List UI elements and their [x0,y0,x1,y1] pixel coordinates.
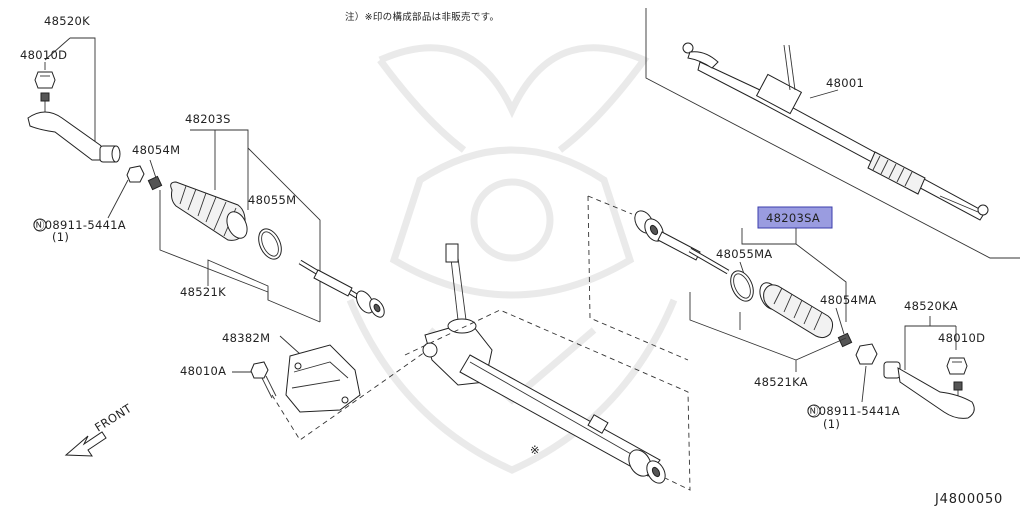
jam-nut-right[interactable] [855,343,878,365]
tie-rod-end-48520K[interactable] [27,92,121,163]
steering-rack-assembly[interactable] [645,8,1020,259]
jam-nut-left[interactable] [126,165,145,183]
label-48521KA[interactable]: 48521KA [754,375,808,389]
diagram-code: J4800050 [934,492,1003,507]
boot-clamp-48055M[interactable] [254,225,286,262]
highlight-48203SA[interactable]: 48203SA [757,206,833,229]
label-48521K[interactable]: 48521K [180,285,226,299]
non-sale-note: 注）※印の構成部品は非販売です。 [345,11,499,23]
boot-48203SA[interactable] [756,280,834,339]
non-sale-mark: ※ [530,443,540,457]
front-label: FRONT [92,401,135,435]
label-48010A[interactable]: 48010A [180,364,226,378]
label-48055MA[interactable]: 48055MA [716,247,772,261]
clip-48054MA[interactable] [837,332,853,348]
label-48010D-right[interactable]: 48010D [938,331,985,345]
bolt-48010A[interactable] [250,361,277,399]
label-48055M[interactable]: 48055M [248,193,296,207]
label-48382M[interactable]: 48382M [222,331,270,345]
label-48520K[interactable]: 48520K [44,14,90,28]
label-08911-right[interactable]: Ⓝ08911-5441A [807,404,900,418]
qty-left: (1) [52,230,69,244]
label-48520KA[interactable]: 48520KA [904,299,958,313]
clip-48054M[interactable] [147,175,163,191]
label-48054M[interactable]: 48054M [132,143,180,157]
nut-48010D-right[interactable] [946,357,968,375]
inner-tie-rod-48521K[interactable] [298,259,387,320]
nut-48010D-left[interactable] [34,71,56,89]
boot-48203S[interactable] [170,181,251,241]
watermark-crest [346,44,678,474]
tie-rod-end-48520KA[interactable] [883,361,975,419]
front-arrow-icon [64,431,107,457]
label-48010D-left[interactable]: 48010D [20,48,67,62]
boot-clamp-48055MA[interactable] [726,267,758,304]
label-08911-left[interactable]: Ⓝ08911-5441A [33,218,126,232]
label-48001[interactable]: 48001 [826,76,864,90]
label-48203S[interactable]: 48203S [185,112,231,126]
heat-shield-48382M[interactable] [285,344,361,413]
label-48203SA[interactable]: 48203SA [766,211,820,225]
qty-right: (1) [823,417,840,431]
gear-housing-non-sale[interactable] [422,243,669,486]
nut-mark-icon-right [807,404,821,418]
label-48054MA[interactable]: 48054MA [820,293,876,307]
nut-mark-icon [33,218,47,232]
inner-tie-rod-48521KA[interactable] [631,208,730,275]
